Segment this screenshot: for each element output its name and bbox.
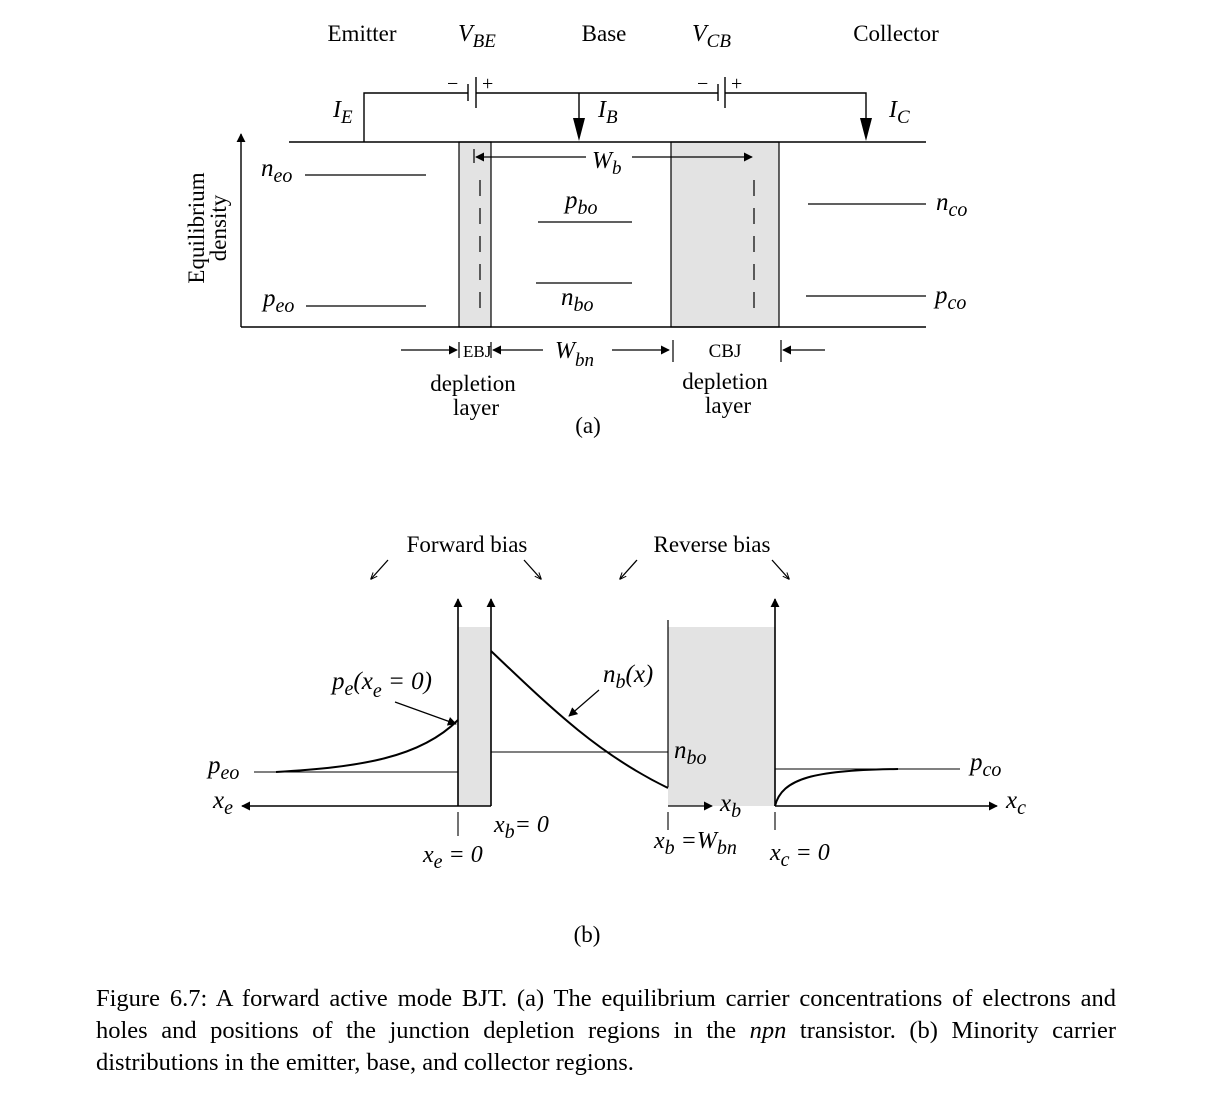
cbj-depletion-label-line1: depletion [682, 369, 768, 394]
cbj-depletion-region [670, 141, 780, 328]
nbo-label-b: nbo [674, 737, 707, 769]
nbo-label: nbo [561, 284, 594, 316]
bias-pointer-arrows [371, 559, 789, 579]
ebj-depletion-label-line2: layer [453, 395, 499, 420]
base-heading: Base [582, 21, 627, 46]
bjt-figure: Emitter Base Collector VBE VCB − + − + [184, 21, 1026, 947]
svg-text:−: − [447, 73, 458, 95]
nb-pointer-arrow [568, 689, 600, 717]
xe-zero-label: xe = 0 [422, 842, 483, 873]
nb-label: nb(x) [603, 661, 653, 693]
svg-text:+: + [482, 73, 493, 95]
ie-label: IE [332, 97, 353, 128]
ic-label: IC [888, 97, 910, 128]
xb-axis-label: xb [719, 790, 741, 822]
density-levels [305, 174, 926, 307]
ebj-depletion-region-b [458, 627, 491, 806]
cbj-depletion-region-b [668, 627, 775, 806]
panel-a-label: (a) [575, 413, 601, 438]
cbj-depletion-label-line2: layer [705, 393, 751, 418]
ebj-depletion-label-line1: depletion [430, 371, 516, 396]
y-axis-label-line1: Equilibrium [184, 172, 209, 283]
vcb-label: VCB [692, 21, 731, 52]
forward-bias-label: Forward bias [407, 532, 528, 557]
cbj-label: CBJ [709, 341, 742, 362]
pc-distribution-curve [774, 768, 899, 807]
equilibrium-levels [254, 751, 960, 773]
neo-label: neo [261, 155, 292, 187]
svg-text:−: − [697, 73, 708, 95]
current-arrowheads [573, 118, 872, 141]
pe-pointer-arrow [394, 701, 457, 726]
emitter-heading: Emitter [328, 21, 397, 46]
nb-distribution-curve [490, 650, 669, 789]
bias-circuit [363, 77, 867, 142]
panel-b-label: (b) [574, 922, 601, 947]
figure-caption: Figure 6.7: A forward active mode BJT. (… [96, 983, 1116, 1079]
xb-zero-label: xb= 0 [493, 812, 549, 843]
xc-axis-label: xc [1005, 787, 1026, 819]
collector-heading: Collector [853, 21, 939, 46]
nco-label: nco [936, 189, 967, 221]
pbo-label: pbo [563, 187, 598, 219]
wb-label: Wb [592, 148, 622, 179]
pe-label: pe(xe = 0) [330, 668, 432, 702]
peo-label-b: peo [206, 752, 239, 784]
reverse-bias-label: Reverse bias [654, 532, 771, 557]
xb-wbn-label: xb =Wbn [653, 828, 737, 859]
vbe-label: VBE [458, 21, 496, 52]
xe-axis-label: xe [212, 787, 233, 819]
polarity-marks: − + − + [447, 73, 742, 95]
panel-a: Emitter Base Collector VBE VCB − + − + [184, 21, 967, 438]
y-axis-label-line2: density [206, 194, 231, 261]
caption-npn: npn [749, 1017, 787, 1044]
peo-label: peo [261, 285, 294, 317]
caption-prefix: Figure 6.7: A forward active mode BJT. (… [96, 985, 1116, 1044]
pe-distribution-curve [275, 719, 459, 773]
xc-zero-label: xc = 0 [769, 840, 830, 871]
caption-suffix: transistor. (b) Minority carrier distrib… [96, 1017, 1116, 1076]
ebj-depletion-region [458, 141, 492, 328]
pco-label-b: pco [968, 749, 1001, 781]
ib-label: IB [597, 97, 618, 128]
pco-label: pco [933, 282, 966, 314]
svg-text:+: + [731, 73, 742, 95]
panel-b: Forward bias Reverse bias [206, 532, 1026, 947]
ebj-label: EBJ [463, 342, 492, 361]
wbn-label: Wbn [555, 338, 594, 371]
